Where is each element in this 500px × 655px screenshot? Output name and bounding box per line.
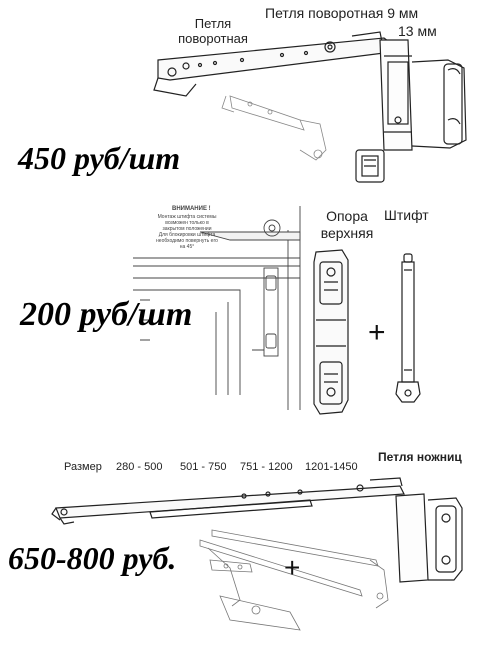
price-hinge: 450 руб/шт bbox=[18, 140, 181, 176]
price-support-pin: 200 руб/шт bbox=[20, 296, 193, 333]
hinge-arm-drawing bbox=[153, 31, 393, 97]
scissor-arm-drawing bbox=[51, 477, 405, 525]
scissor-detail-sketch bbox=[199, 529, 389, 631]
label-pin: Штифт bbox=[384, 207, 429, 223]
plus-sign-1: + bbox=[368, 316, 386, 349]
size-501-750: 501 - 750 bbox=[180, 461, 227, 473]
size-751-1200: 751 - 1200 bbox=[240, 461, 293, 473]
window-frame-drawing bbox=[133, 206, 301, 410]
size-280-500: 280 - 500 bbox=[116, 461, 163, 473]
price-scissor-hinge: 650-800 руб. bbox=[8, 540, 177, 576]
label-13mm: 13 мм bbox=[398, 23, 437, 39]
size-label: Размер bbox=[64, 461, 102, 473]
label-hinge-rotary: Петля поворотная bbox=[178, 16, 248, 46]
scissor-hinge-body-drawing bbox=[395, 493, 463, 583]
label-hinge-rotary-9mm: Петля поворотная 9 мм bbox=[265, 5, 419, 21]
plus-sign-2: + bbox=[284, 552, 301, 583]
upper-support-drawing bbox=[313, 249, 349, 415]
label-upper-support: Опора верхняя bbox=[320, 208, 374, 241]
hinge-detail-sketch bbox=[221, 95, 327, 161]
attention-title: ВНИМАНИЕ ! bbox=[172, 206, 211, 212]
hinge-body-drawing bbox=[379, 39, 467, 151]
size-1201-1450: 1201-1450 bbox=[305, 461, 358, 473]
attention-text: Монтаж штифта системы возможен только в … bbox=[156, 214, 218, 250]
pin-drawing bbox=[395, 253, 421, 403]
label-scissor-hinge: Петля ножниц bbox=[378, 450, 462, 464]
hinge-small-part-drawing bbox=[355, 149, 385, 183]
